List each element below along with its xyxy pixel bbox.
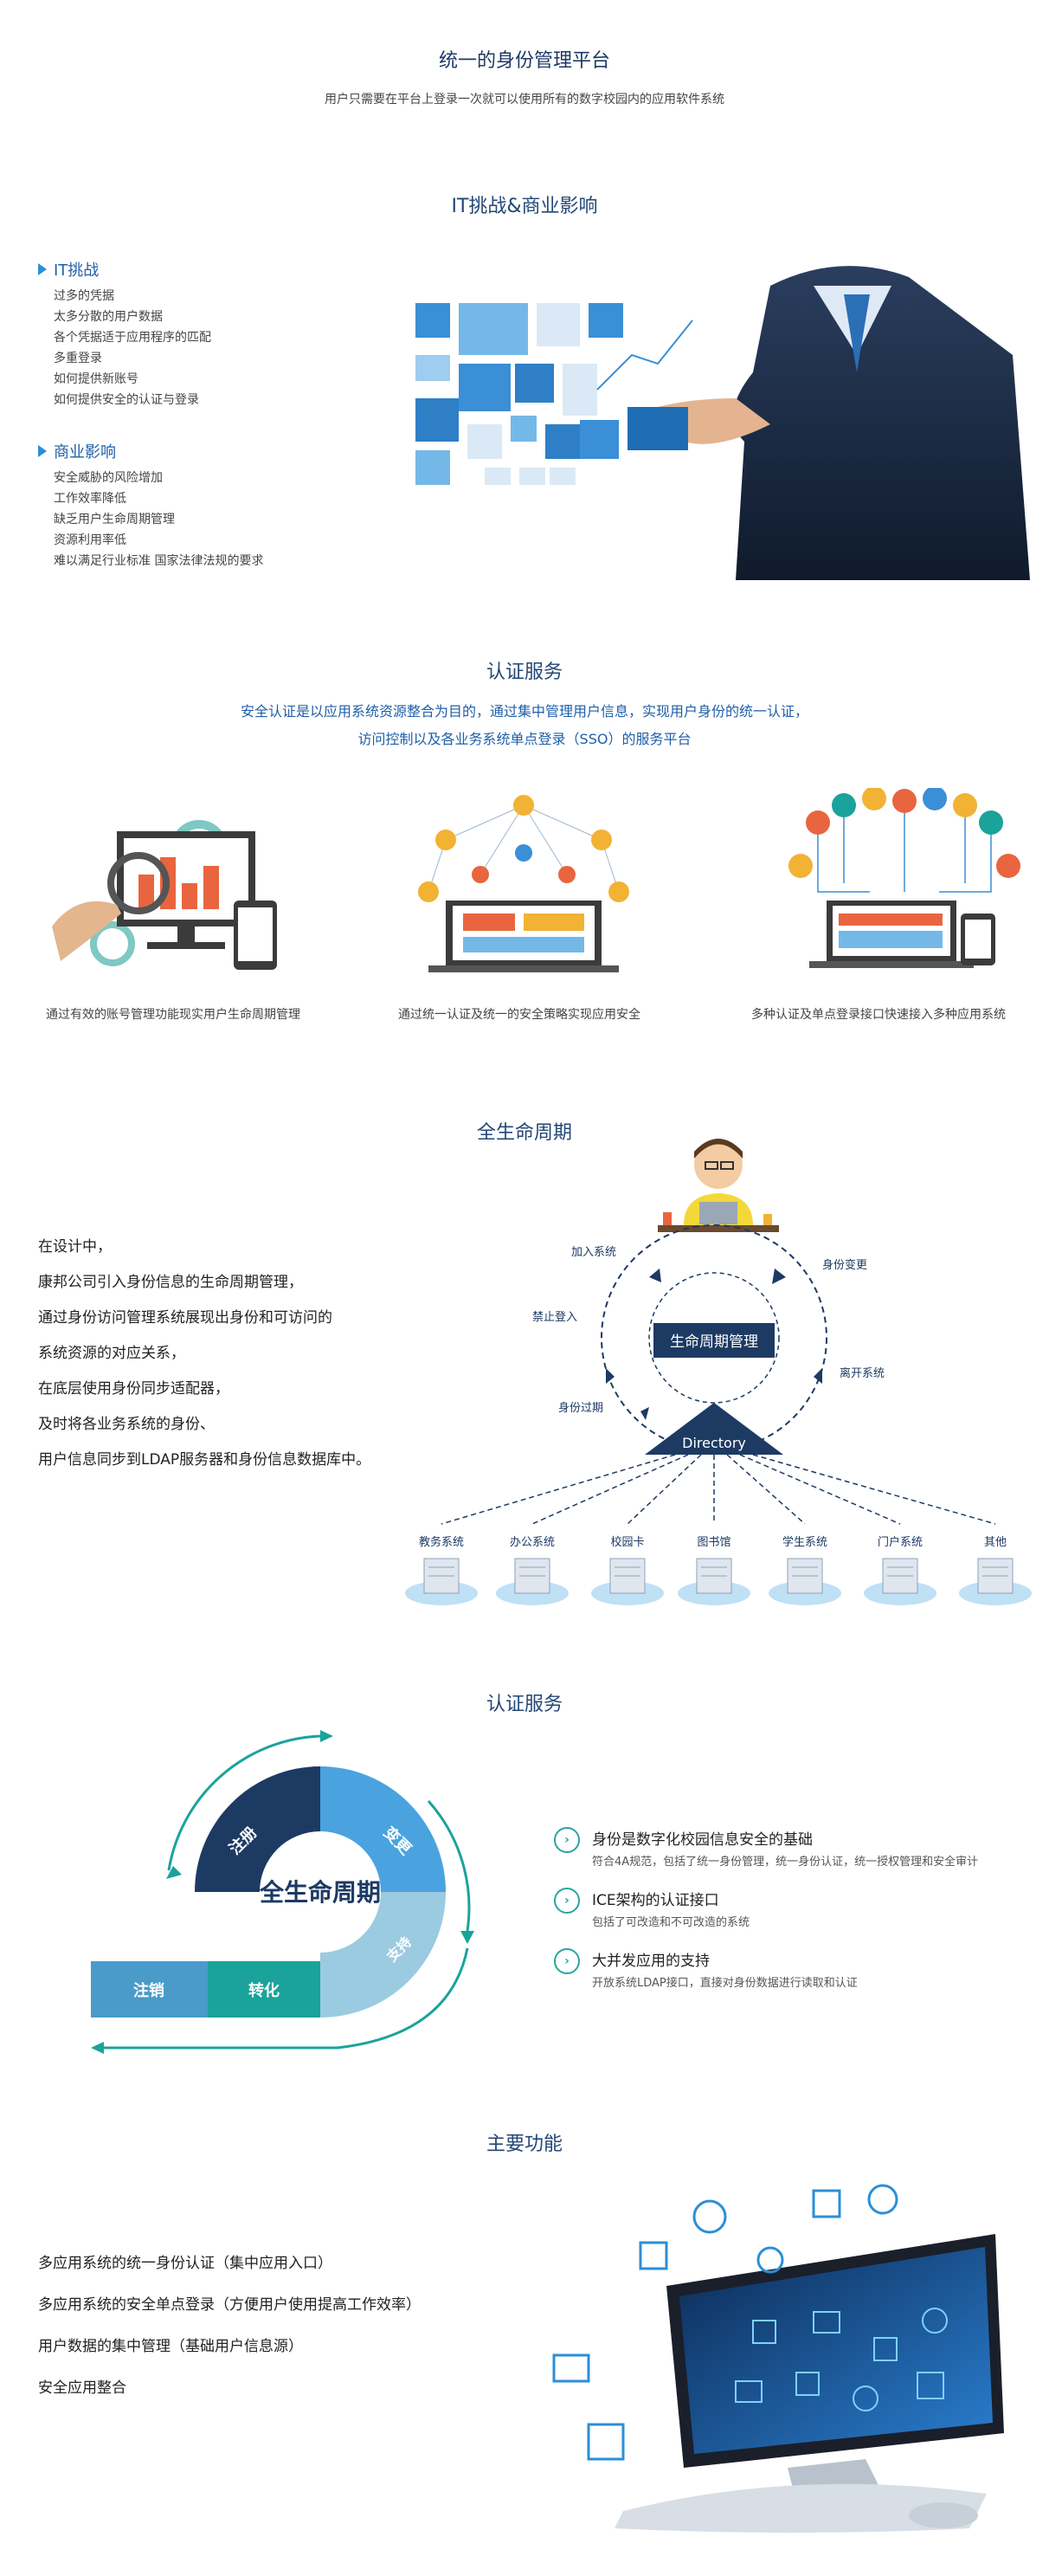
auth-caption-2: 通过统一认证及统一的安全策略实现应用安全 xyxy=(398,1008,640,1022)
auth-desc-line1: 安全认证是以应用系统资源整合为目的，通过集中管理用户信息，实现用户身份的统一认证… xyxy=(240,703,808,720)
feature-list: › 身份是数字化校园信息安全的基础 符合4A规范，包括了统一身份管理，统一身份认… xyxy=(554,1827,1039,1990)
auth-section-title: 认证服务 xyxy=(486,662,563,683)
system-label: 门户系统 xyxy=(878,1535,923,1549)
auth2-section-title: 认证服务 xyxy=(486,1694,563,1715)
lifecycle-description: 在设计中， 康邦公司引入身份信息的生命周期管理， 通过身份访问管理系统展现出身份… xyxy=(38,1230,370,1478)
speaker-icon xyxy=(692,2199,727,2234)
list-item: 安全应用整合 xyxy=(38,2379,126,2397)
system-label: 校园卡 xyxy=(610,1535,644,1549)
list-item: 难以满足行业标准 国家法律法规的要求 xyxy=(54,554,264,568)
list-item: 多应用系统的安全单点登录（方便用户使用提高工作效率） xyxy=(38,2296,421,2314)
system-label: 其他 xyxy=(984,1536,1007,1549)
page-subtitle: 用户只需要在平台上登录一次就可以使用所有的数字校园内的应用软件系统 xyxy=(325,93,724,107)
system-label: 办公系统 xyxy=(510,1536,555,1549)
ring-seg-transfer: 转化 xyxy=(248,1981,280,2000)
lifecycle-diagram: 生命周期管理 Directory 加入系统 身份变更 禁止登入 离开系统 身份过… xyxy=(405,1139,1032,1605)
lifecycle-line: 在底层使用身份同步适配器， xyxy=(38,1380,229,1398)
lifecycle-ring-diagram: 注册 变更 支持 转化 注销 全生命周期 xyxy=(91,1730,474,2054)
app-icon xyxy=(639,2241,668,2270)
computer-apps-illustration xyxy=(552,2184,1004,2533)
it-challenge-heading: IT挑战 xyxy=(38,258,211,281)
globe-icon xyxy=(756,2246,784,2274)
auth-caption-1: 通过有效的账号管理功能现实用户生命周期管理 xyxy=(46,1008,300,1022)
auth-desc-line2: 访问控制以及各业务系统单点登录（SSO）的服务平台 xyxy=(357,731,692,747)
lifecycle-line: 及时将各业务系统的身份、 xyxy=(38,1416,215,1433)
list-item: 用户数据的集中管理（基础用户信息源） xyxy=(38,2338,303,2355)
feature-item: › 身份是数字化校园信息安全的基础 符合4A规范，包括了统一身份管理，统一身份认… xyxy=(554,1827,1039,1869)
account-management-illustration xyxy=(52,820,277,970)
businessman-tiles-illustration xyxy=(415,266,1030,580)
system-label: 图书馆 xyxy=(697,1536,730,1549)
lifecycle-line: 通过身份访问管理系统展现出身份和可访问的 xyxy=(38,1309,332,1327)
lifecycle-label-ban: 禁止登入 xyxy=(532,1311,577,1324)
list-item: 太多分散的用户数据 xyxy=(54,310,163,324)
lifecycle-line: 系统资源的对应关系， xyxy=(38,1345,185,1362)
list-item: 过多的凭据 xyxy=(54,289,114,303)
lifecycle-label-join: 加入系统 xyxy=(571,1246,616,1259)
main-function-list: 多应用系统的统一身份认证（集中应用入口） 多应用系统的安全单点登录（方便用户使用… xyxy=(38,2243,421,2409)
server-cloud-icons xyxy=(405,1558,1032,1605)
ring-seg-cancel: 注销 xyxy=(133,1981,164,2000)
list-item: 各个凭据适于应用程序的匹配 xyxy=(54,331,211,345)
lifecycle-line: 用户信息同步到LDAP服务器和身份信息数据库中。 xyxy=(38,1451,371,1469)
it-section-title: IT挑战&商业影响 xyxy=(451,196,598,217)
lifecycle-line: 在设计中， xyxy=(38,1238,112,1256)
person-at-desk-icon xyxy=(658,1139,779,1232)
mail-icon xyxy=(552,2353,590,2383)
list-item: 工作效率降低 xyxy=(54,492,126,506)
feature-item: › 大并发应用的支持 开放系统LDAP接口，直接对身份数据进行读取和认证 xyxy=(554,1948,1039,1990)
lifecycle-section-title: 全生命周期 xyxy=(476,1122,572,1144)
list-item: 如何提供安全的认证与登录 xyxy=(54,393,199,407)
chevron-right-icon: › xyxy=(554,1948,580,1974)
it-challenge-group: IT挑战 过多的凭据 太多分散的用户数据 各个凭据适于应用程序的匹配 多重登录 … xyxy=(38,258,211,410)
system-label: 教务系统 xyxy=(419,1535,464,1549)
sso-interface-illustration xyxy=(788,788,1020,968)
lifecycle-label-leave: 离开系统 xyxy=(840,1366,885,1380)
system-label: 学生系统 xyxy=(782,1535,827,1549)
auth-caption-3: 多种认证及单点登录接口快速接入多种应用系统 xyxy=(751,1008,1006,1022)
list-item: 如何提供新账号 xyxy=(54,372,138,386)
lifecycle-label-change: 身份变更 xyxy=(822,1258,867,1272)
ring-center-label: 全生命周期 xyxy=(259,1878,381,1907)
refresh-icon xyxy=(867,2184,898,2215)
cursor-icon xyxy=(587,2423,625,2461)
feature-item: › ICE架构的认证接口 包括了可改造和不可改造的系统 xyxy=(554,1888,1039,1929)
lifecycle-center-label: 生命周期管理 xyxy=(670,1333,758,1351)
grid-icon xyxy=(812,2189,841,2218)
business-impact-heading: 商业影响 xyxy=(38,440,263,462)
page-title: 统一的身份管理平台 xyxy=(438,50,610,72)
business-impact-group: 商业影响 安全威胁的风险增加 工作效率降低 缺乏用户生命周期管理 资源利用率低 … xyxy=(38,440,263,571)
security-policy-illustration xyxy=(418,795,629,972)
triangle-icon xyxy=(38,445,47,457)
chevron-right-icon: › xyxy=(554,1888,580,1914)
triangle-icon xyxy=(38,263,47,275)
list-item: 多应用系统的统一身份认证（集中应用入口） xyxy=(38,2255,332,2272)
list-item: 缺乏用户生命周期管理 xyxy=(54,513,175,526)
main-section-title: 主要功能 xyxy=(486,2134,563,2155)
chevron-right-icon: › xyxy=(554,1827,580,1853)
lifecycle-line: 康邦公司引入身份信息的生命周期管理， xyxy=(38,1274,303,1291)
directory-label: Directory xyxy=(682,1435,746,1451)
lifecycle-label-expire: 身份过期 xyxy=(558,1401,603,1415)
list-item: 多重登录 xyxy=(54,352,102,365)
list-item: 安全威胁的风险增加 xyxy=(54,471,163,485)
list-item: 资源利用率低 xyxy=(54,533,126,547)
